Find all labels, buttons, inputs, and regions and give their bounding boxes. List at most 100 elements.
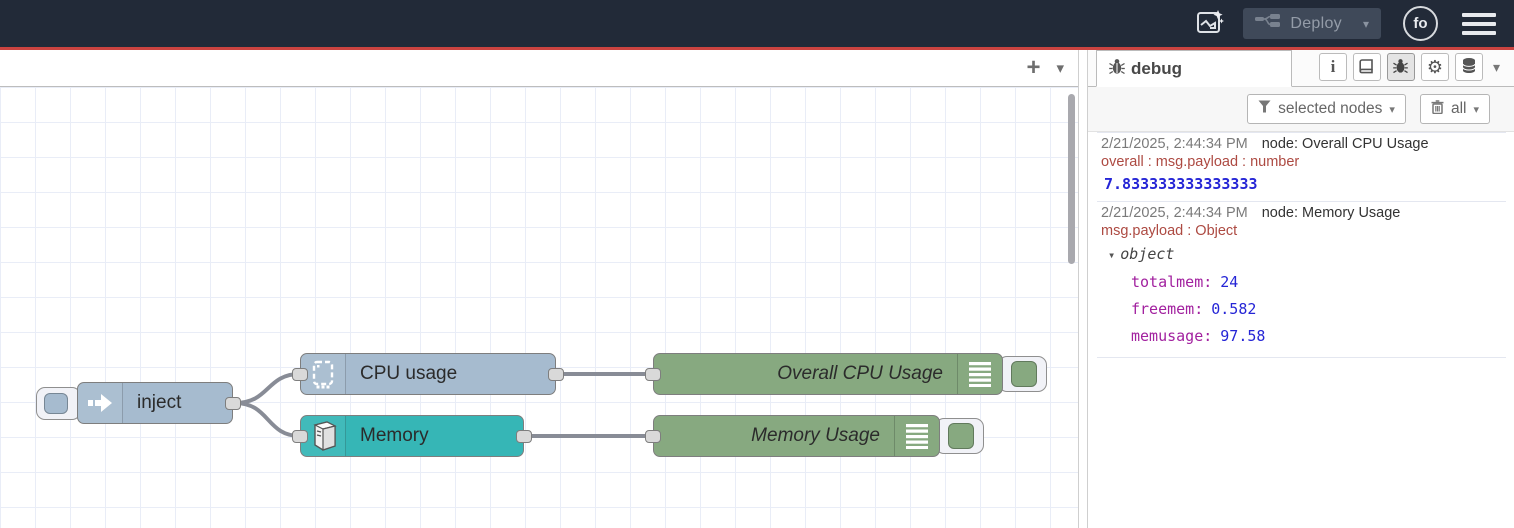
tab-debug-button[interactable]: [1386, 53, 1415, 81]
add-flow-button[interactable]: +: [1026, 56, 1040, 80]
bug-icon: [1109, 58, 1125, 80]
object-tree-root[interactable]: ▾ object: [1101, 241, 1502, 269]
main-menu-button[interactable]: [1462, 12, 1496, 35]
tab-config-button[interactable]: ⚙: [1420, 53, 1449, 81]
tab-help-button[interactable]: [1352, 53, 1381, 81]
wire-inject-memory[interactable]: [233, 401, 302, 438]
object-key: memusage:: [1131, 327, 1213, 345]
debug-message-timestamp: 2/21/2025, 2:44:34 PM: [1101, 136, 1248, 152]
debug-object-tree: ▾ object totalmem: 24 freemem: 0.582 memusa…: [1101, 239, 1502, 353]
cpu-chip-icon: [301, 354, 346, 394]
node-label: inject: [137, 392, 182, 413]
node-cpu-usage[interactable]: CPU usage: [300, 353, 556, 395]
port-cpu-in[interactable]: [292, 368, 308, 381]
book-icon: [1358, 58, 1375, 77]
deploy-button[interactable]: Deploy ▾: [1243, 8, 1381, 39]
funnel-icon: [1258, 100, 1271, 118]
port-cpu-out[interactable]: [548, 368, 564, 381]
chevron-down-icon: ▾: [1362, 16, 1369, 31]
debug-message-list: 2/21/2025, 2:44:34 PM node: Overall CPU …: [1097, 132, 1506, 358]
deploy-label: Deploy: [1290, 14, 1342, 32]
workspace-column: + ▾: [0, 50, 1079, 528]
sidebar-splitter[interactable]: [1079, 50, 1088, 528]
debug-clear-label: all: [1450, 100, 1467, 117]
tab-context-button[interactable]: [1454, 53, 1483, 81]
chevron-down-icon: ▾: [1389, 103, 1395, 116]
port-memory-in[interactable]: [292, 430, 308, 443]
sidebar-toolbar: i: [1292, 53, 1500, 86]
debug-toggle-memusage[interactable]: [935, 418, 984, 454]
computer-tower-icon: [301, 416, 346, 456]
debug-filter-button[interactable]: selected nodes ▾: [1247, 94, 1406, 124]
inject-trigger-button[interactable]: [36, 387, 81, 420]
node-memory[interactable]: Memory: [300, 415, 524, 457]
flow-list-button[interactable]: ▾: [1056, 59, 1064, 77]
object-key: freemem:: [1131, 300, 1204, 318]
canvas-scrollbar[interactable]: [1068, 94, 1075, 264]
info-icon: i: [1330, 57, 1336, 76]
debug-message-meta: 2/21/2025, 2:44:34 PM node: Overall CPU …: [1101, 136, 1502, 152]
debug-message-timestamp: 2/21/2025, 2:44:34 PM: [1101, 205, 1248, 221]
trash-icon: [1431, 99, 1444, 119]
tab-debug[interactable]: debug: [1096, 50, 1292, 87]
debug-message-meta: 2/21/2025, 2:44:34 PM node: Memory Usage: [1101, 205, 1502, 221]
ai-assistant-icon: [1195, 8, 1225, 39]
object-value: 97.58: [1220, 327, 1266, 345]
object-value: 0.582: [1211, 300, 1257, 318]
node-memory-usage[interactable]: Memory Usage: [653, 415, 940, 457]
inject-arrow-icon: [78, 383, 123, 423]
debug-message-payload: 7.833333333333333: [1104, 175, 1258, 193]
wire-inject-cpu[interactable]: [233, 372, 302, 405]
chevron-down-icon: ▾: [1492, 58, 1500, 75]
tab-debug-label: debug: [1131, 58, 1182, 78]
debug-message: 2/21/2025, 2:44:34 PM node: Memory Usage…: [1097, 202, 1506, 358]
ai-assistant-button[interactable]: [1195, 8, 1225, 39]
plus-icon: +: [1026, 54, 1041, 81]
object-value: 24: [1220, 273, 1239, 291]
sidebar-menu-button[interactable]: ▾: [1493, 59, 1500, 76]
user-menu-button[interactable]: fo: [1403, 6, 1438, 41]
debug-message: 2/21/2025, 2:44:34 PM node: Overall CPU …: [1097, 133, 1506, 202]
debug-message-node-link[interactable]: node: Memory Usage: [1261, 205, 1401, 221]
port-inject-out[interactable]: [225, 397, 241, 410]
node-overall-cpu-usage[interactable]: Overall CPU Usage: [653, 353, 1003, 395]
flow-canvas[interactable]: inject CPU usage: [0, 87, 1078, 528]
port-overall-in[interactable]: [645, 368, 661, 381]
port-memory-out[interactable]: [516, 430, 532, 443]
debug-message-property: overall : msg.payload : number: [1101, 154, 1300, 170]
workspace-tabbar: + ▾: [0, 50, 1078, 87]
debug-filter-label: selected nodes: [1278, 100, 1383, 117]
sidebar-tabbar: debug i: [1088, 50, 1514, 87]
debug-filter-row: selected nodes ▾ all: [1088, 87, 1514, 132]
debug-list-icon: [894, 416, 939, 456]
debug-list-icon: [957, 354, 1002, 394]
sidebar: debug i: [1088, 50, 1514, 528]
collapse-caret-icon[interactable]: ▾: [1108, 248, 1116, 262]
tab-info-button[interactable]: i: [1318, 53, 1347, 81]
object-tree-entry: totalmem: 24: [1101, 269, 1502, 296]
avatar-initials: fo: [1413, 15, 1428, 32]
deploy-options-button[interactable]: ▾: [1353, 8, 1381, 39]
header-accent-line: [0, 47, 1514, 50]
chevron-down-icon: ▾: [1056, 60, 1064, 77]
object-key: totalmem:: [1131, 273, 1213, 291]
object-tree-entry: memusage: 97.58: [1101, 323, 1502, 350]
chevron-down-icon: ▾: [1473, 103, 1479, 116]
node-label: Memory: [360, 425, 429, 446]
port-memusage-in[interactable]: [645, 430, 661, 443]
object-tree-root-label: object: [1120, 245, 1175, 263]
bug-icon: [1393, 58, 1409, 77]
debug-message-node-link[interactable]: node: Overall CPU Usage: [1261, 136, 1429, 152]
debug-message-property: msg.payload : Object: [1101, 223, 1238, 239]
node-inject[interactable]: inject: [77, 382, 233, 424]
hamburger-icon: [1462, 12, 1496, 17]
node-label: Overall CPU Usage: [777, 363, 943, 384]
node-label: Memory Usage: [751, 425, 880, 446]
debug-toggle-overall[interactable]: [998, 356, 1047, 392]
database-icon: [1461, 57, 1477, 77]
object-tree-entry: freemem: 0.582: [1101, 296, 1502, 323]
node-label: CPU usage: [360, 363, 458, 384]
wires-layer: [233, 372, 655, 438]
debug-clear-button[interactable]: all ▾: [1419, 94, 1490, 124]
gear-icon: ⚙: [1426, 56, 1444, 77]
